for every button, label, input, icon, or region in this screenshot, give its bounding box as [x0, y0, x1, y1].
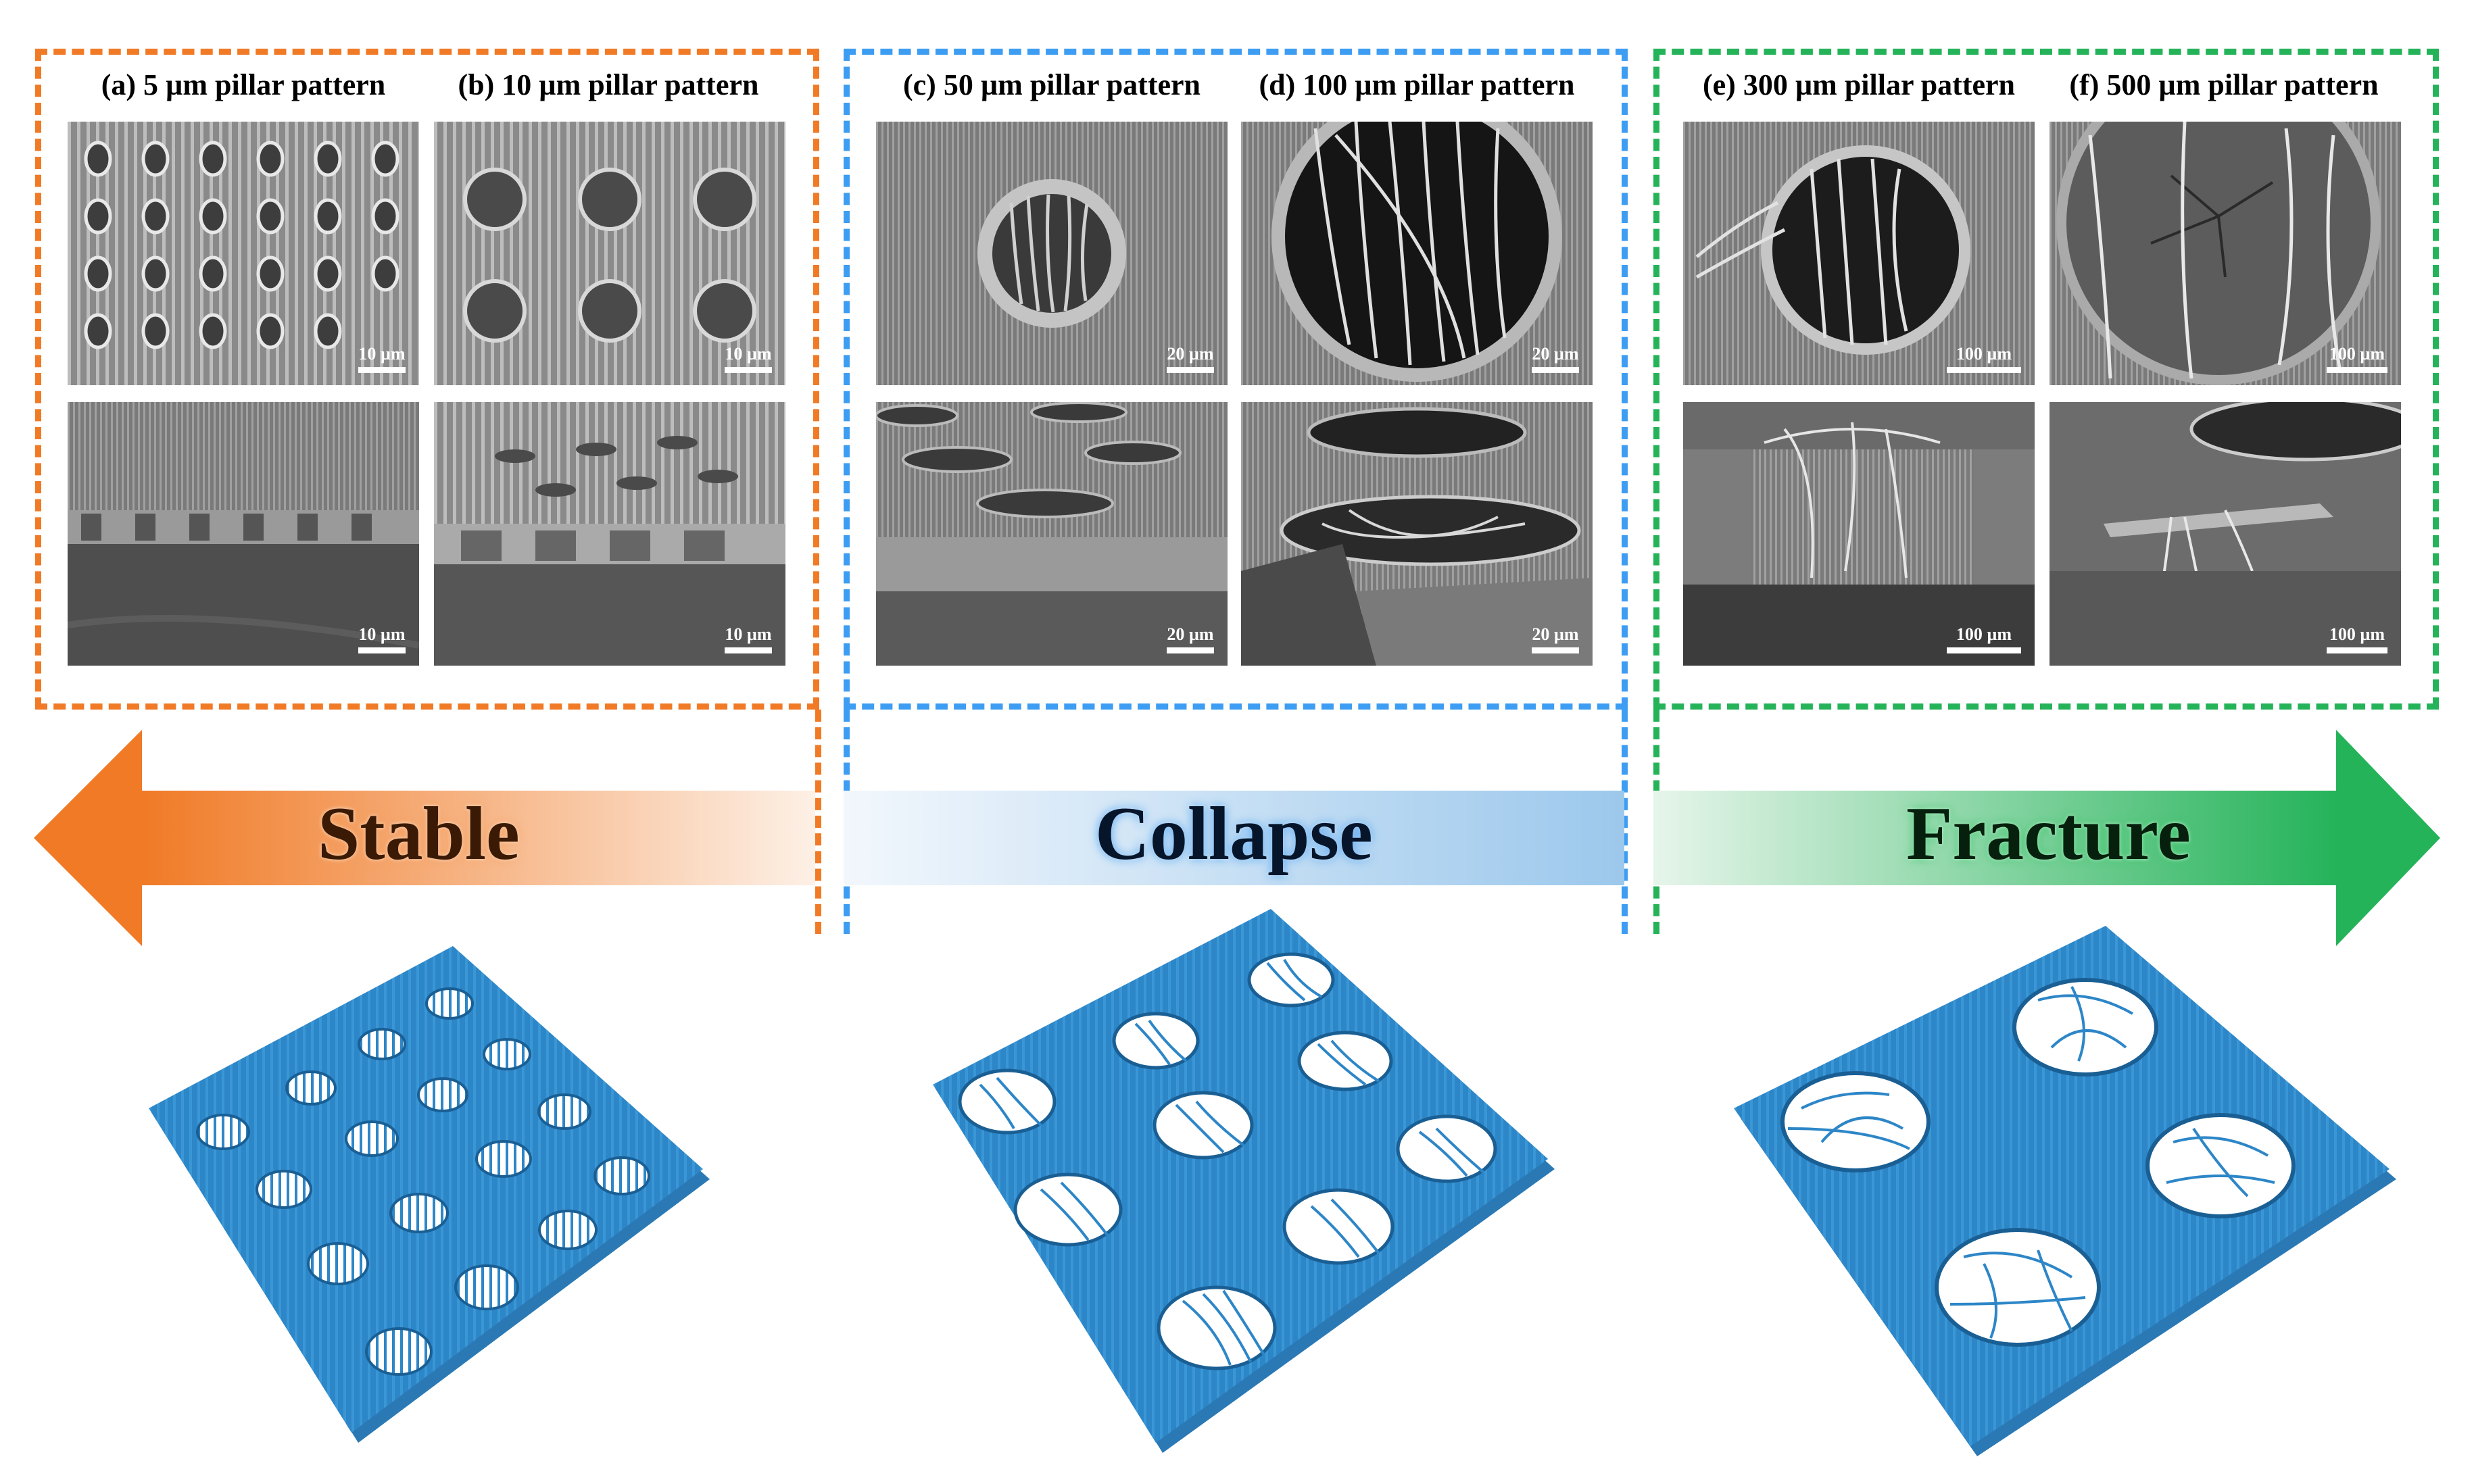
- fracture-3d-model: [1734, 926, 2396, 1456]
- collapse-group-box: [844, 49, 1628, 710]
- panel-f-bottom-scale-bar: 100 µm: [2327, 624, 2387, 653]
- panel-d-title: (d) 100 µm pillar pattern: [1259, 68, 1575, 101]
- panel-d-bottom-sem-image: 20 µm: [1241, 402, 1593, 666]
- panel-d-top-scale-bar: 20 µm: [1532, 344, 1579, 373]
- panel-b-top-sem-image: 10 µm: [434, 122, 785, 385]
- panel-e-top-sem-image: 100 µm: [1683, 122, 2035, 385]
- collapse-3d-model: [933, 909, 1555, 1453]
- collapse-right-divider-line: [1622, 710, 1628, 934]
- panel-f-title: (f) 500 µm pillar pattern: [2069, 68, 2379, 101]
- panel-b-title: (b) 10 µm pillar pattern: [458, 68, 759, 101]
- fracture-label: Fracture: [1906, 792, 2191, 876]
- collapse-label: Collapse: [1095, 792, 1373, 876]
- panel-a-top-sem-image: 10 µm: [68, 122, 419, 385]
- stability-arrow: [34, 730, 2440, 946]
- panel-e-top-scale-bar: 100 µm: [1947, 344, 2021, 373]
- panel-c-top-scale-bar: 20 µm: [1167, 344, 1214, 373]
- panel-a-top-scale-bar: 10 µm: [358, 344, 406, 373]
- panel-a-bottom-scale-bar: 10 µm: [358, 624, 406, 653]
- stable-3d-model: [149, 946, 710, 1443]
- panel-c-bottom-sem-image: 20 µm: [876, 402, 1228, 666]
- panel-f-top-sem-image: 100 µm: [2049, 122, 2401, 385]
- panel-c-title: (c) 50 µm pillar pattern: [902, 68, 1201, 101]
- panel-e-bottom-sem-image: 100 µm: [1683, 402, 2035, 666]
- panel-e-bottom-scale-bar: 100 µm: [1947, 624, 2021, 653]
- panel-b-top-scale-bar: 10 µm: [725, 344, 772, 373]
- panel-d-bottom-scale-bar: 20 µm: [1532, 624, 1579, 653]
- panel-c-bottom-scale-bar: 20 µm: [1167, 624, 1214, 653]
- panel-c-top-sem-image: 20 µm: [876, 122, 1228, 385]
- panel-d-top-sem-image: 20 µm: [1241, 122, 1593, 385]
- panel-a-bottom-sem-image: 10 µm: [68, 402, 419, 666]
- panel-a-title: (a) 5 µm pillar pattern: [101, 68, 386, 101]
- panel-b-bottom-scale-bar: 10 µm: [725, 624, 772, 653]
- panel-e-title: (e) 300 µm pillar pattern: [1702, 68, 2016, 101]
- panel-b-bottom-sem-image: 10 µm: [434, 402, 785, 666]
- panel-f-bottom-sem-image: 100 µm: [2049, 402, 2401, 666]
- stable-divider-line: [815, 710, 821, 934]
- panel-f-top-scale-bar: 100 µm: [2327, 344, 2387, 373]
- fracture-group-box: [1653, 49, 2439, 710]
- stable-group-box: [35, 49, 819, 710]
- stable-label: Stable: [318, 792, 520, 876]
